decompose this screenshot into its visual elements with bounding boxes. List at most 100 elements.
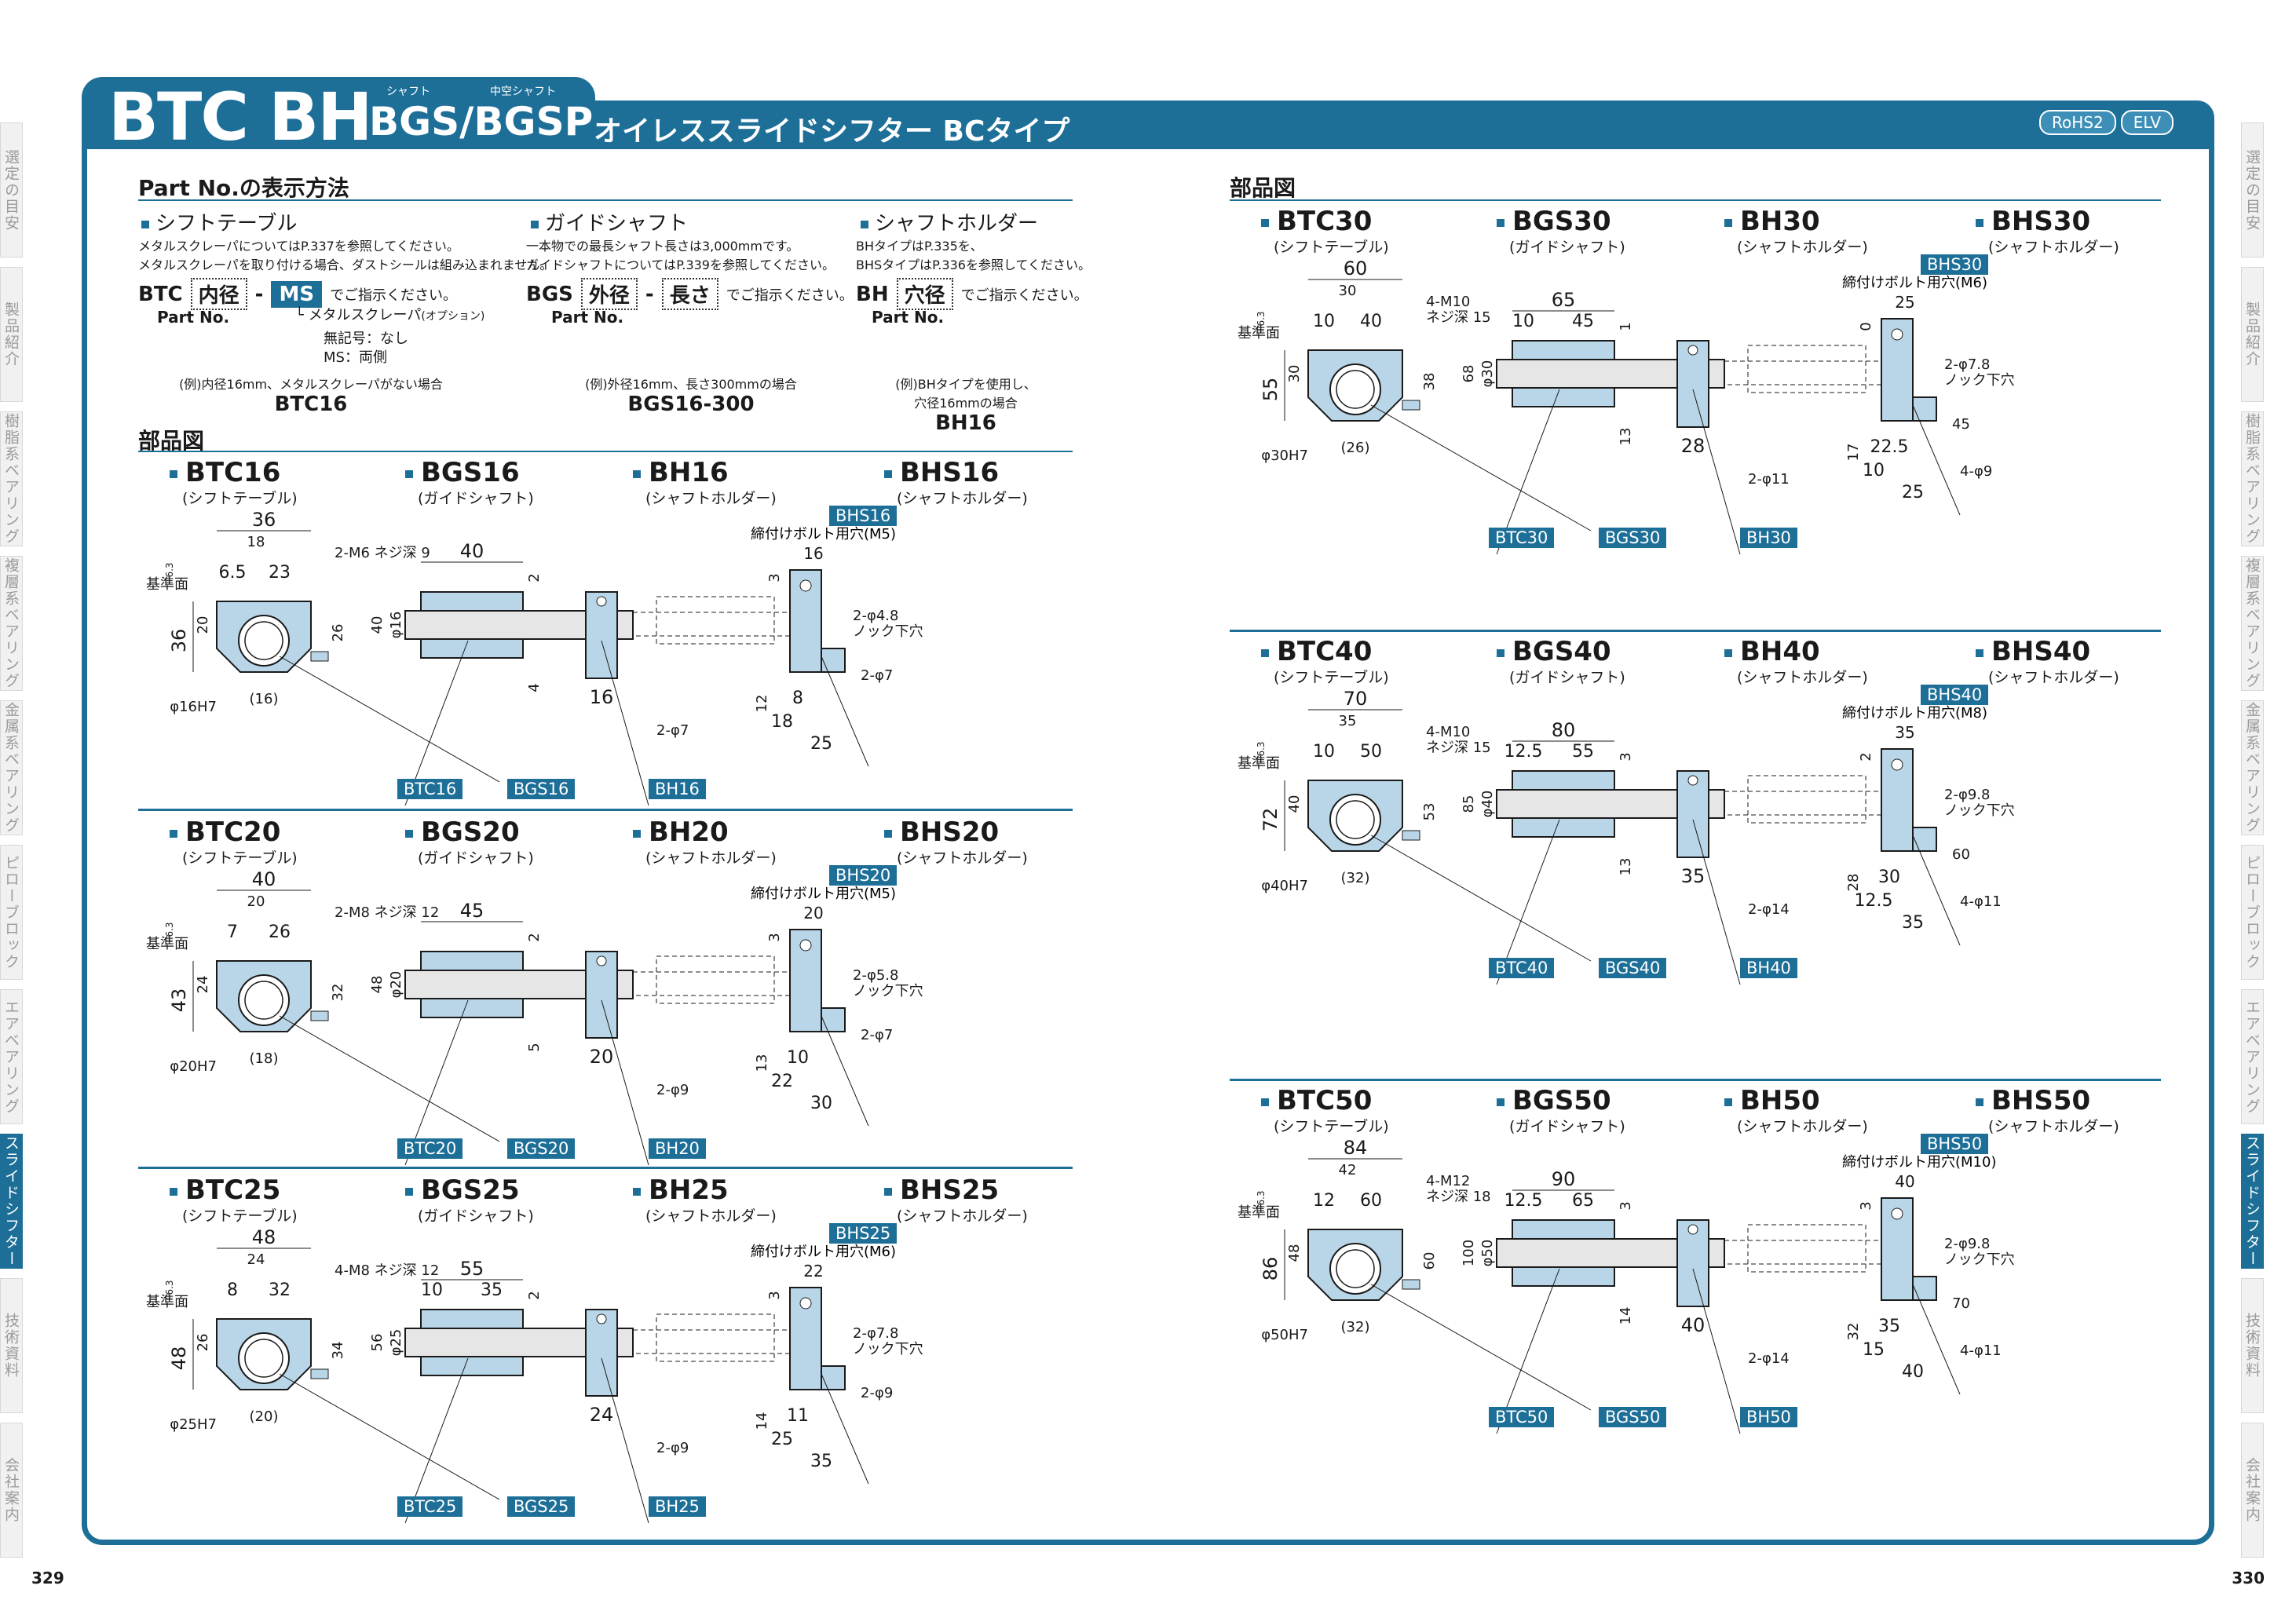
bhs-foot	[1912, 827, 1937, 852]
btc-dim-a-label: 12	[1313, 1191, 1335, 1211]
bhs-h-label: 4-φ9	[1960, 463, 1992, 480]
btc-dim-a-label: 10	[1313, 742, 1335, 762]
bgs-leader	[404, 1357, 469, 1524]
parts-heading-left: 部品図	[138, 428, 205, 454]
bhs-d-label: 22.5	[1870, 437, 1909, 457]
bgs-diam-label: φ50	[1479, 1240, 1496, 1267]
btc-r-label: 6.3	[1256, 741, 1267, 756]
tab-metal-bearing[interactable]: 金属系ベアリング	[0, 700, 23, 835]
bhs-f-label: 25	[810, 734, 832, 754]
btc-title: BTC25	[170, 1174, 280, 1206]
bh-subtitle: (シャフトホルダー)	[645, 490, 777, 507]
bh-subtitle: (シャフトホルダー)	[1737, 1118, 1868, 1135]
bh-width-label: 35	[1681, 865, 1706, 887]
tab-selection-guide[interactable]: 選定の目安	[0, 122, 23, 258]
bhs-bolt-hole	[799, 1297, 812, 1310]
btc-dim-width-label: 70	[1344, 688, 1368, 710]
bhs-g-label: 60	[1952, 846, 1970, 863]
bhs-bolt-label: 締付けボルト用穴(M5)	[751, 526, 896, 542]
btc-tap-label: 4-M10	[1426, 724, 1470, 740]
btc-dim-height-label: 72	[1260, 808, 1281, 832]
tab-metal-bearing[interactable]: 金属系ベアリング	[2241, 700, 2264, 835]
bh-hole-label: 2-φ14	[1748, 1350, 1790, 1367]
bhs-foot	[821, 1365, 846, 1390]
bhs-e-label: 22	[771, 1072, 793, 1091]
bgs-len-label: 65	[1552, 289, 1576, 311]
left-index-tabs: 選定の目安 製品紹介 樹脂系ベアリング 複層系ベアリング 金属系ベアリング ピロ…	[0, 122, 55, 1567]
shaft-holder-partno-label: Part No.	[872, 308, 945, 327]
bgs-len-label: 40	[460, 540, 484, 562]
shift-table-notes: メタルスクレーパについてはP.337を参照してください。メタルスクレーパを取り付…	[138, 239, 553, 272]
bgs-subtitle: (ガイドシャフト)	[1509, 1118, 1625, 1135]
bh-title: BH30	[1724, 206, 1820, 237]
bgs-leader	[404, 999, 469, 1166]
tab-slide-shifter[interactable]: スライドシフター	[0, 1134, 23, 1269]
divider-4	[1230, 1079, 2161, 1081]
tab-slide-shifter[interactable]: スライドシフター	[2241, 1134, 2264, 1269]
tab-pillow-block[interactable]: ピローブロック	[0, 845, 23, 980]
btc-dim-height-label: 86	[1260, 1257, 1281, 1281]
bgs-tag: BGS40	[1599, 958, 1667, 978]
tab-resin-bearing[interactable]: 樹脂系ベアリング	[2241, 411, 2264, 546]
tab-resin-bearing[interactable]: 樹脂系ベアリング	[0, 411, 23, 546]
btc-dim-side-label: 38	[1421, 373, 1438, 391]
tab-air-bearing[interactable]: エアベアリング	[2241, 989, 2264, 1124]
tab-selection-guide[interactable]: 選定の目安	[2241, 122, 2264, 258]
bgs-height-label: 68	[1461, 365, 1477, 383]
tab-pillow-block[interactable]: ピローブロック	[2241, 845, 2264, 980]
bgs-diam-label: φ25	[388, 1329, 404, 1357]
bhs-bolt-hole	[799, 939, 812, 952]
btc-dim-side-label: 34	[330, 1342, 346, 1360]
part-no-heading: Part No.の表示方法	[138, 175, 349, 201]
bhs-leader	[821, 1373, 869, 1485]
bh-tag: BH40	[1740, 958, 1797, 978]
bgs-tag: BGS20	[507, 1138, 576, 1159]
bhs-leader	[1912, 835, 1961, 946]
bh-bolt-hole	[596, 1313, 607, 1324]
bhs-hole-label: 2-φ7.8	[853, 1325, 898, 1342]
bhs-ream-label: ノック下穴	[1944, 1251, 2015, 1268]
btc-dim-b-label: 32	[269, 1280, 291, 1300]
bhs-bolt-label: 締付けボルト用穴(M8)	[1842, 705, 1987, 721]
bhs-bolt-label: 締付けボルト用穴(M5)	[751, 886, 896, 902]
btc-grease-nipple	[310, 1010, 329, 1021]
bhs-hole-label: 2-φ7.8	[1944, 356, 1990, 373]
bhs-bolt-hole	[1891, 328, 1903, 341]
btc-r-label: 6.3	[164, 922, 175, 937]
bh-width-label: 28	[1681, 435, 1706, 457]
bhs-title: BHS16	[884, 457, 999, 488]
bh-hole-label: 2-φ7	[656, 722, 689, 739]
guide-shaft-title: ガイドシャフト	[531, 207, 688, 236]
bhs-d-label: 35	[1878, 1317, 1900, 1336]
bgs-sub2-label: 35	[481, 1280, 503, 1300]
btc-tap-label: 2-M6 ネジ深 9	[335, 545, 430, 561]
tab-air-bearing[interactable]: エアベアリング	[0, 989, 23, 1124]
btc-tag: BTC30	[1489, 528, 1555, 548]
tab-technical[interactable]: 技術資料	[2241, 1278, 2264, 1413]
btc-dim-side-label: 60	[1421, 1252, 1438, 1270]
tab-multilayer-bearing[interactable]: 複層系ベアリング	[0, 556, 23, 691]
bhs-phantom-table	[656, 955, 775, 1004]
bh-leader	[601, 1357, 649, 1524]
btc-grease-nipple	[310, 651, 329, 662]
bhs-a-label: 40	[1895, 1172, 1914, 1191]
btc-tag: BTC40	[1489, 958, 1555, 978]
bh-leader	[1692, 819, 1741, 985]
btc-bore	[238, 615, 290, 667]
bh-width-label: 24	[590, 1404, 614, 1426]
tab-company[interactable]: 会社案内	[2241, 1423, 2264, 1558]
bhs-subtitle: (シャフトホルダー)	[1988, 669, 2119, 686]
btc-tap-label: 4-M8 ネジ深 12	[335, 1262, 439, 1279]
btc-dim-b-label: 60	[1360, 1191, 1382, 1211]
bhs-b-label: 3	[766, 933, 783, 941]
bhs-e-label: 18	[771, 712, 793, 732]
bgs-sub2-label: 45	[1572, 312, 1594, 331]
tab-company[interactable]: 会社案内	[0, 1423, 23, 1558]
divider-3	[1230, 630, 2161, 632]
tab-multilayer-bearing[interactable]: 複層系ベアリング	[2241, 556, 2264, 691]
tab-products[interactable]: 製品紹介	[2241, 267, 2264, 402]
tab-technical[interactable]: 技術資料	[0, 1278, 23, 1413]
tab-products[interactable]: 製品紹介	[0, 267, 23, 402]
